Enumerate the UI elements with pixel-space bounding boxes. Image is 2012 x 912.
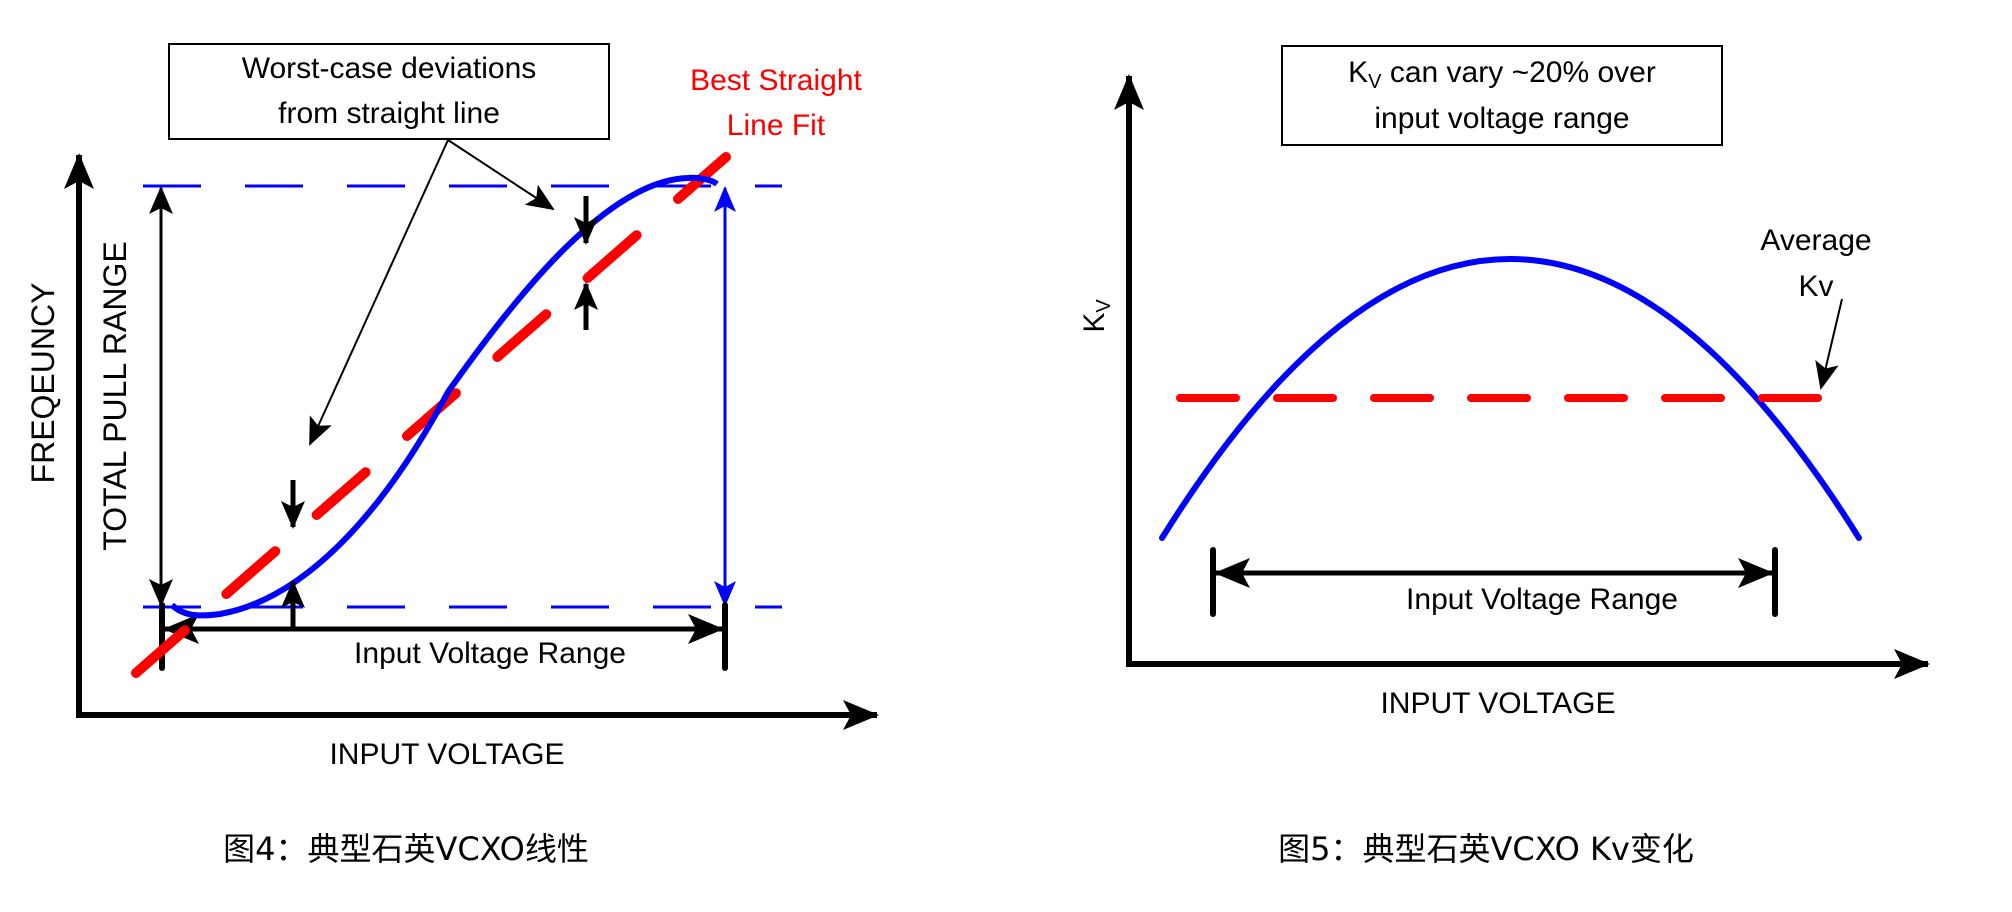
figure-caption: 图4：典型石英VCXO线性 <box>223 830 589 868</box>
callout-box <box>168 43 610 140</box>
average-kv-label-line1: Average <box>1760 224 1871 257</box>
callout-pointer-upper <box>447 139 555 211</box>
fit-label-line2: Line Fit <box>727 109 826 142</box>
input-range-label: Input Voltage Range <box>354 637 626 670</box>
figure-5-kv-variation: KV can vary ~20% over input voltage rang… <box>1078 45 1930 868</box>
x-axis-label: INPUT VOLTAGE <box>329 738 564 771</box>
input-range-label: Input Voltage Range <box>1406 583 1678 616</box>
callout-text-line1: Worst-case deviations <box>242 52 537 85</box>
figure-caption: 图5：典型石英VCXO Kv变化 <box>1278 830 1694 868</box>
callout-text-line1: KV can vary ~20% over <box>1348 56 1656 93</box>
callout-text-line2: input voltage range <box>1374 102 1629 135</box>
best-fit-dashed-line <box>131 152 731 678</box>
callout-text-line2: from straight line <box>278 97 500 130</box>
callout-box <box>1281 45 1723 146</box>
fit-label-line1: Best Straight <box>690 64 862 97</box>
callout-pointer-lower <box>309 139 449 446</box>
y-axis-label: FREQEUNCY <box>25 283 61 484</box>
vcxo-frequency-curve <box>169 174 719 619</box>
kv-curve <box>1159 256 1862 541</box>
x-axis-label: INPUT VOLTAGE <box>1380 687 1615 720</box>
y-axis-label: KV <box>1078 299 1115 333</box>
average-kv-label-line2: Kv <box>1798 270 1833 303</box>
average-kv-pointer <box>1815 298 1843 390</box>
figure-4-vcxo-linearity: Worst-case deviations from straight line… <box>25 43 879 868</box>
pull-range-label: TOTAL PULL RANGE <box>97 241 133 550</box>
